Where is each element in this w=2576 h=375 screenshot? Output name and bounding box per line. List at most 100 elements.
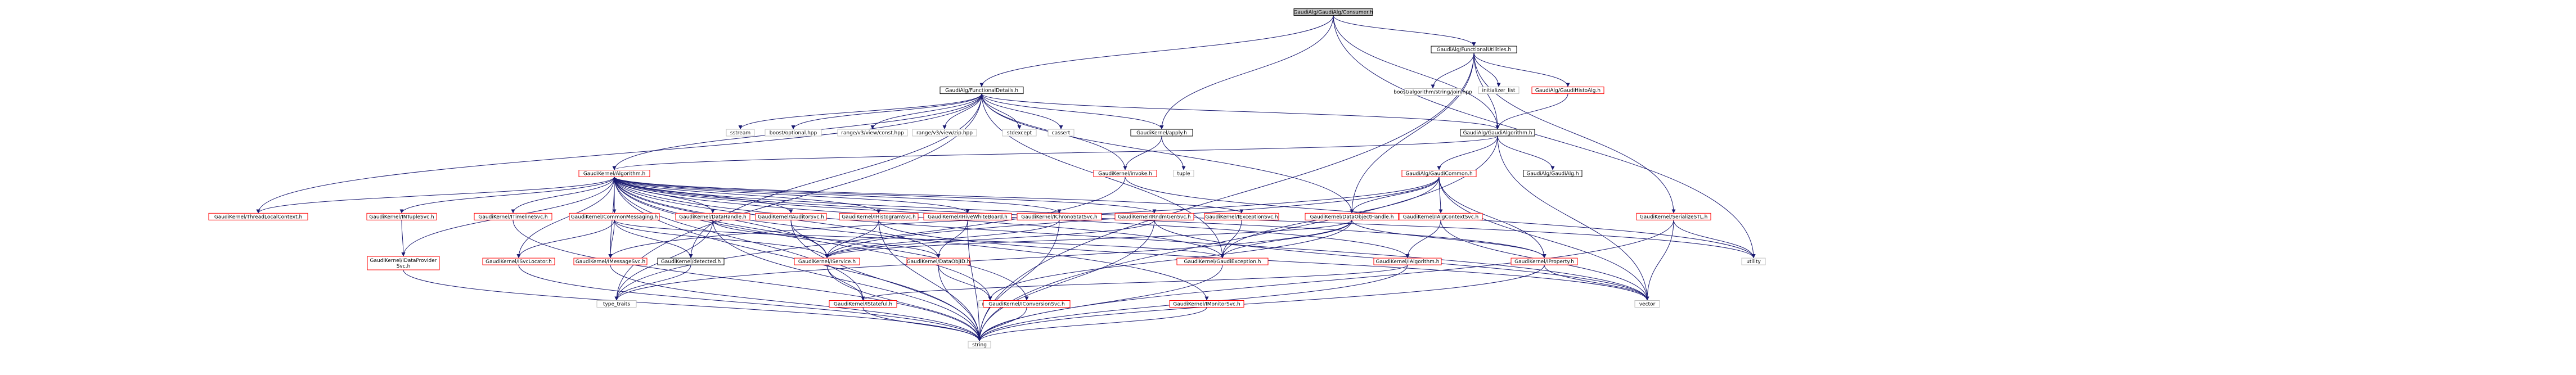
- node-isvcloc[interactable]: GaudiKernel/ISvcLocator.h: [482, 257, 555, 265]
- node-label: string: [972, 342, 987, 348]
- node-iproperty[interactable]: GaudiKernel/IProperty.h: [1510, 257, 1578, 265]
- node-root[interactable]: GaudiAlg/GaudiAlg/Consumer.h: [1293, 8, 1373, 16]
- edge-funcdet-to-stdexcept: [981, 93, 1022, 130]
- node-funcutil[interactable]: GaudiAlg/FunctionalUtilities.h: [1431, 46, 1517, 53]
- node-box: [837, 129, 908, 137]
- node-stdexcept: stdexcept: [1002, 129, 1037, 137]
- node-algctx[interactable]: GaudiKernel/IAlgContextSvc.h: [1399, 213, 1483, 220]
- node-ichrono[interactable]: GaudiKernel/IChronoStatSvc.h: [1017, 213, 1102, 220]
- node-algorithm[interactable]: GaudiKernel/Algorithm.h: [578, 170, 650, 177]
- node-ialgorithm[interactable]: GaudiKernel/IAlgorithm.h: [1373, 257, 1442, 265]
- node-box: [367, 256, 440, 270]
- node-istateful[interactable]: GaudiKernel/IStateful.h: [829, 300, 897, 308]
- node-box: [726, 129, 755, 137]
- node-label: GaudiKernel/IHistogramSvc.h: [842, 214, 916, 220]
- node-label: GaudiAlg/GaudiHistoAlg.h: [1535, 88, 1601, 94]
- node-iauditor[interactable]: GaudiKernel/IAuditorSvc.h: [755, 213, 827, 220]
- edge-isvcloc-to-string: [518, 265, 982, 342]
- node-label: range/v3/view/const.hpp: [841, 130, 904, 136]
- node-box: [1114, 213, 1194, 220]
- node-label: GaudiKernel/DataHandle.h: [679, 214, 747, 220]
- node-gaudiexc[interactable]: GaudiKernel/GaudiException.h: [1176, 257, 1269, 265]
- edge-dataobjhandle-to-typetraits: [614, 220, 1352, 301]
- node-gaudialgo[interactable]: GaudiAlg/GaudiAlgorithm.h: [1460, 129, 1535, 137]
- node-apply[interactable]: GaudiKernel/apply.h: [1130, 129, 1193, 137]
- edge-funcutil-to-serstl: [1473, 53, 1676, 214]
- node-label: GaudiKernel/IAlgContextSvc.h: [1403, 214, 1479, 220]
- node-threadlocal[interactable]: GaudiKernel/ThreadLocalContext.h: [208, 213, 308, 220]
- node-funcdet[interactable]: GaudiAlg/FunctionalDetails.h: [939, 87, 1024, 94]
- node-label: vector: [1639, 302, 1656, 308]
- edge-iexcept-to-gaudiexc: [1220, 220, 1242, 259]
- node-label: tuple: [1177, 171, 1190, 177]
- node-box: [573, 257, 648, 265]
- edge-datahandle-to-string: [712, 220, 982, 342]
- edge-dataobjhandle-to-gaudiexc: [1220, 220, 1352, 259]
- node-box: [675, 213, 750, 220]
- node-box: [1373, 257, 1442, 265]
- node-string: string: [968, 341, 991, 349]
- edge-root-to-funcutil: [1333, 15, 1476, 47]
- edge-root-to-apply: [1159, 15, 1334, 130]
- node-box: [839, 213, 919, 220]
- node-box: [1531, 87, 1604, 94]
- edge-funcdet-to-cassert: [981, 93, 1063, 130]
- node-gaudialg[interactable]: GaudiAlg/GaudiAlg.h: [1523, 170, 1583, 177]
- edge-itimeline-to-string: [512, 220, 982, 342]
- node-iexcept[interactable]: GaudiKernel/IExceptionSvc.h: [1204, 213, 1279, 220]
- edge-apply-to-tuple: [1161, 135, 1186, 170]
- edge-algorithm-to-mutex: [614, 177, 992, 301]
- node-intuple[interactable]: GaudiKernel/INTupleSvc.h: [366, 213, 437, 220]
- node-gaudicommon[interactable]: GaudiAlg/GaudiCommon.h: [1401, 170, 1477, 177]
- edge-root-to-funcdet: [979, 15, 1334, 87]
- node-ihivewb[interactable]: GaudiKernel/IHiveWhiteBoard.h: [923, 213, 1012, 220]
- edge-funcdet-to-rangezip: [942, 93, 982, 130]
- node-label: GaudiKernel/IMonitorSvc.h: [1173, 302, 1240, 308]
- edge-dataobjhandle-to-iservice: [825, 219, 1352, 259]
- node-box: [569, 213, 660, 220]
- node-iservice[interactable]: GaudiKernel/IService.h: [794, 257, 860, 265]
- node-sstream: sstream: [726, 129, 755, 137]
- node-datahandle[interactable]: GaudiKernel/DataHandle.h: [675, 213, 750, 220]
- node-detected[interactable]: GaudiKernel/detected.h: [657, 257, 725, 265]
- node-histoalg[interactable]: GaudiAlg/GaudiHistoAlg.h: [1531, 87, 1604, 94]
- node-box: [474, 213, 552, 220]
- edge-serstl-to-utility: [1673, 220, 1756, 259]
- node-box: [1173, 170, 1194, 177]
- node-label: GaudiKernel/Algorithm.h: [583, 171, 645, 177]
- edge-irndm-to-string: [977, 220, 1155, 342]
- edge-algorithm-to-ihisto: [614, 177, 881, 214]
- node-imessage[interactable]: GaudiKernel/IMessageSvc.h: [573, 257, 648, 265]
- edge-ihivewb-to-dataobjid: [936, 220, 968, 259]
- node-imonitor[interactable]: GaudiKernel/IMonitorSvc.h: [1169, 300, 1244, 308]
- edge-ihisto-to-iservice: [825, 220, 879, 259]
- node-ihisto[interactable]: GaudiKernel/IHistogramSvc.h: [839, 213, 919, 220]
- edge-irndm-to-iservice: [825, 220, 1155, 259]
- node-serstl[interactable]: GaudiKernel/SerializeSTL.h: [1636, 213, 1711, 220]
- edge-gaudicommon-to-vector: [1438, 177, 1649, 301]
- node-invoke[interactable]: GaudiKernel/invoke.h: [1093, 170, 1157, 177]
- node-label: GaudiKernel/IRndmGenSvc.h: [1118, 214, 1191, 220]
- node-boostopt: boost/optional.hpp: [765, 129, 822, 137]
- edge-funcdet-to-dataobjhandle: [981, 93, 1354, 214]
- edge-gaudicommon-to-dataobjhandle: [1350, 177, 1440, 214]
- node-label: GaudiKernel/IExceptionSvc.h: [1205, 214, 1278, 220]
- edge-root-to-gaudialgo: [1333, 15, 1500, 130]
- edge-commonmsg-to-iservice: [614, 220, 829, 259]
- node-dataobjhandle[interactable]: GaudiKernel/DataObjectHandle.h: [1305, 213, 1399, 220]
- node-box: [1176, 257, 1269, 265]
- node-commonmsg[interactable]: GaudiKernel/CommonMessaging.h: [569, 213, 660, 220]
- node-dataobjid[interactable]: GaudiKernel/DataObjID.h: [906, 257, 970, 265]
- node-label: GaudiKernel/IAuditorSvc.h: [758, 214, 824, 220]
- node-itimeline[interactable]: GaudiKernel/ITimelineSvc.h: [474, 213, 552, 220]
- node-irndm[interactable]: GaudiKernel/IRndmGenSvc.h: [1114, 213, 1194, 220]
- edge-algorithm-to-vector: [614, 177, 1649, 301]
- edge-iproperty-to-string: [977, 265, 1545, 342]
- edge-algorithm-to-iexcept: [614, 177, 1244, 214]
- edge-iservice-to-string: [826, 265, 982, 342]
- node-box: [755, 213, 827, 220]
- node-iconversion[interactable]: GaudiKernel/IConversionSvc.h: [983, 300, 1071, 308]
- edge-gaudialgo-to-algorithm: [612, 135, 1498, 170]
